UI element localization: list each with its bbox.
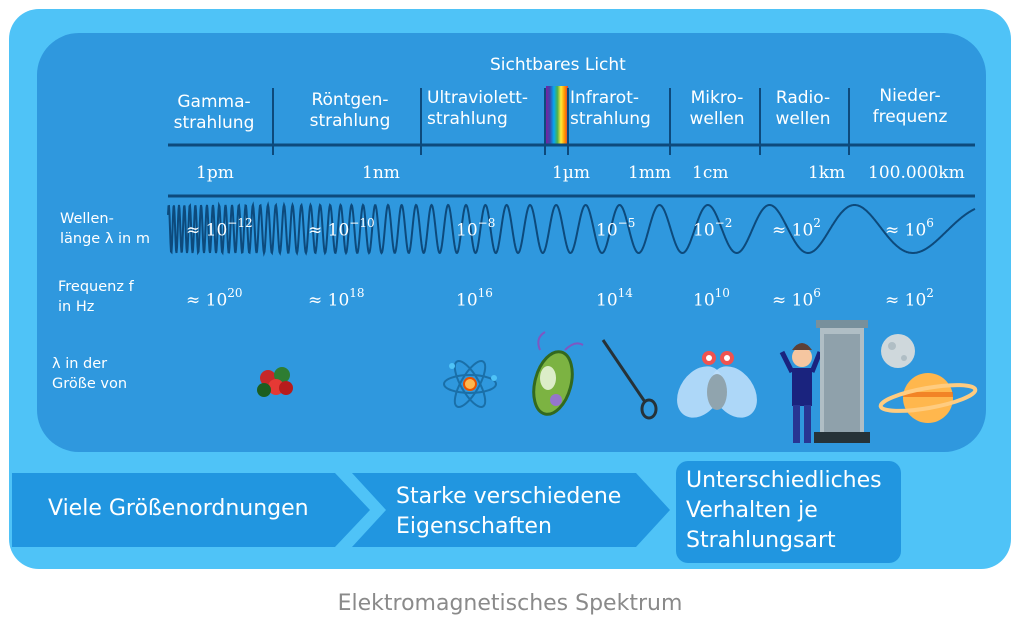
frequency-value-xray: ≈ 1018 (308, 286, 365, 311)
fly-icon (677, 351, 757, 418)
banner-text-1: Viele Größenordnungen (48, 496, 309, 521)
needle-icon (601, 339, 658, 420)
category-xray: Röntgen- strahlung (309, 90, 391, 131)
category-uv: Ultraviolett- strahlung (427, 88, 529, 129)
wavelength-value-gamma: ≈ 10−12 (186, 216, 253, 241)
row-label-size: λ in der Größe von (52, 356, 128, 392)
category-low-frequency: Nieder- frequenz (872, 86, 948, 127)
frequency-value-radio: ≈ 106 (772, 286, 821, 311)
wavelength-value-low: ≈ 106 (885, 216, 934, 241)
scale-tick-1nm: 1nm (362, 163, 400, 183)
scale-tick-1km: 1km (808, 163, 846, 183)
person-icon (779, 343, 823, 443)
banner-arrow-1 (12, 473, 370, 547)
bacterium-icon (532, 331, 584, 416)
scale-tick-1pm: 1pm (196, 163, 234, 183)
wavelength-value-micro: 10−2 (693, 216, 733, 241)
category-radio: Radio- wellen (775, 88, 831, 129)
planet-icon (878, 373, 978, 423)
figure-caption: Elektromagnetisches Spektrum (337, 591, 683, 616)
row-label-wavelength: Wellen- länge λ in m (60, 211, 150, 247)
scale-tick-1um: 1µm (552, 163, 590, 183)
banner-box-3 (676, 461, 901, 563)
moon-icon (881, 334, 915, 368)
banner-text-3: Unterschiedliches Verhalten je Strahlung… (686, 468, 882, 553)
category-microwave: Mikro- wellen (689, 88, 745, 129)
scale-tick-1mm: 1mm (628, 163, 672, 183)
skyscraper-icon (814, 320, 870, 443)
wave-curve (167, 201, 976, 257)
category-infrared: Infrarot- strahlung (570, 88, 651, 129)
frequency-value-low: ≈ 102 (885, 286, 934, 311)
wavelength-value-xray: ≈ 10−10 (308, 216, 375, 241)
atomic-nucleus-icon (257, 367, 293, 397)
row-label-frequency: Frequenz f in Hz (58, 279, 134, 315)
visible-light-label: Sichtbares Licht (490, 55, 626, 75)
frequency-value-micro: 1010 (693, 286, 730, 311)
frequency-value-uv: 1016 (456, 286, 493, 311)
visible-light-band (546, 86, 568, 144)
wavelength-value-ir: 10−5 (596, 216, 636, 241)
wavelength-value-uv: 10−8 (456, 216, 496, 241)
scale-tick-1cm: 1cm (692, 163, 729, 183)
banner-arrow-2 (352, 473, 670, 547)
atom-icon (443, 360, 497, 408)
frequency-value-ir: 1014 (596, 286, 633, 311)
scale-tick-100000km: 100.000km (868, 163, 965, 183)
wavelength-value-radio: ≈ 102 (772, 216, 821, 241)
frequency-value-gamma: ≈ 1020 (186, 286, 243, 311)
banner-text-2: Starke verschiedene Eigenschaften (396, 484, 622, 539)
category-gamma: Gamma- strahlung (173, 92, 255, 133)
